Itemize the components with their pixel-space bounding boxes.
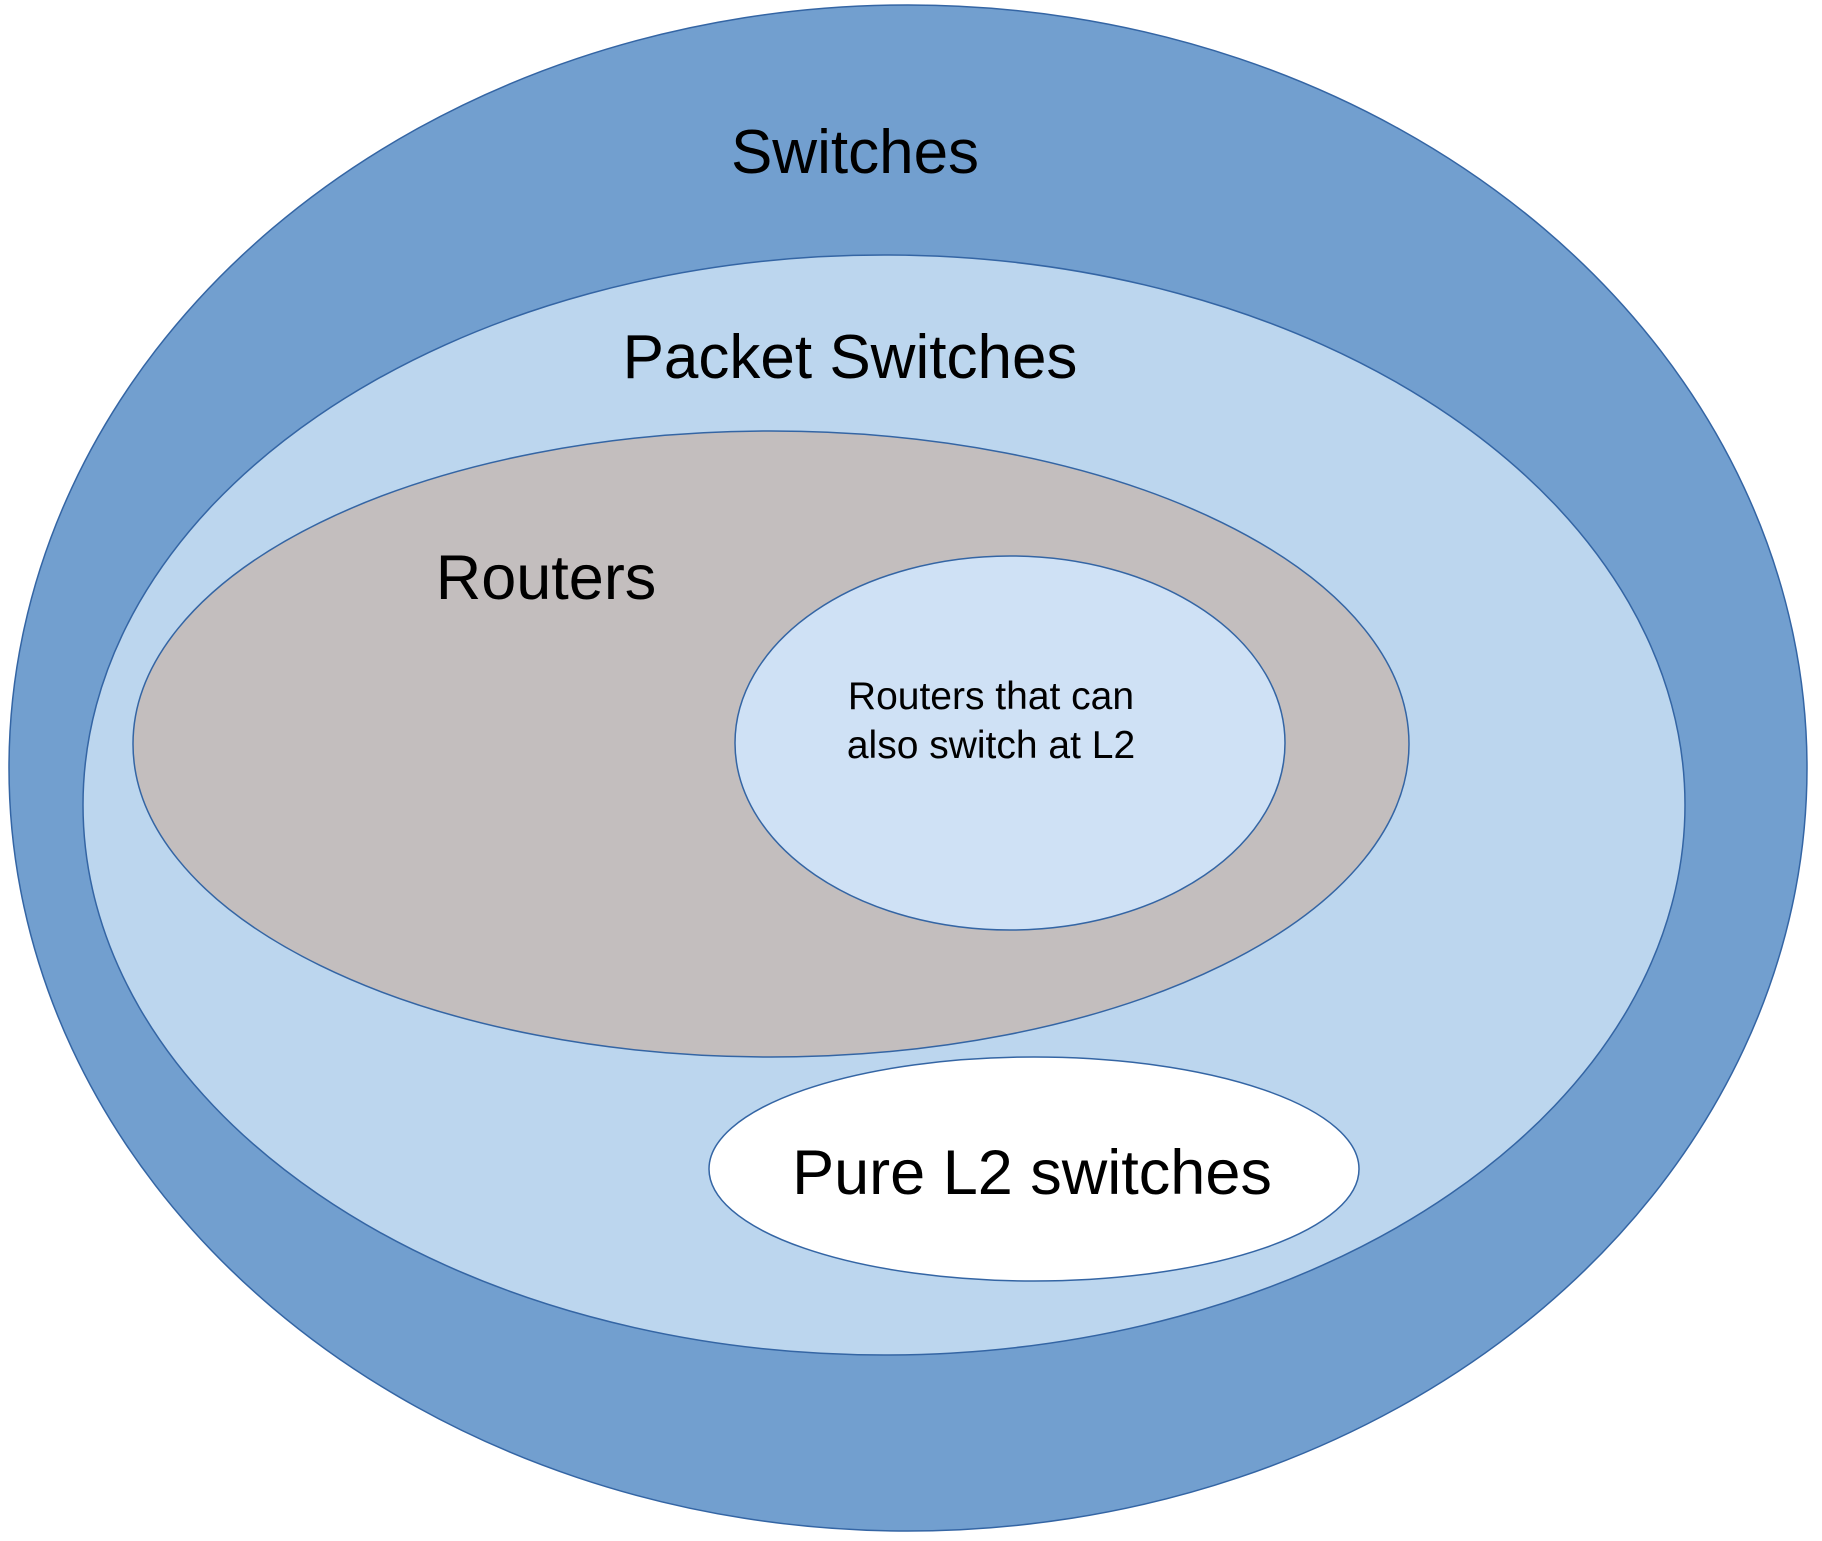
packet-switches-label: Packet Switches xyxy=(623,323,1078,392)
routers-label: Routers xyxy=(436,543,657,613)
routers-l2-set xyxy=(734,555,1286,931)
routers-l2-label-line-1: Routers that can xyxy=(848,675,1134,718)
pure-l2-label: Pure L2 switches xyxy=(792,1138,1272,1208)
pure-l2-set xyxy=(708,1056,1360,1282)
routers-l2-label-line-2: also switch at L2 xyxy=(847,724,1135,767)
switches-label: Switches xyxy=(731,118,979,187)
